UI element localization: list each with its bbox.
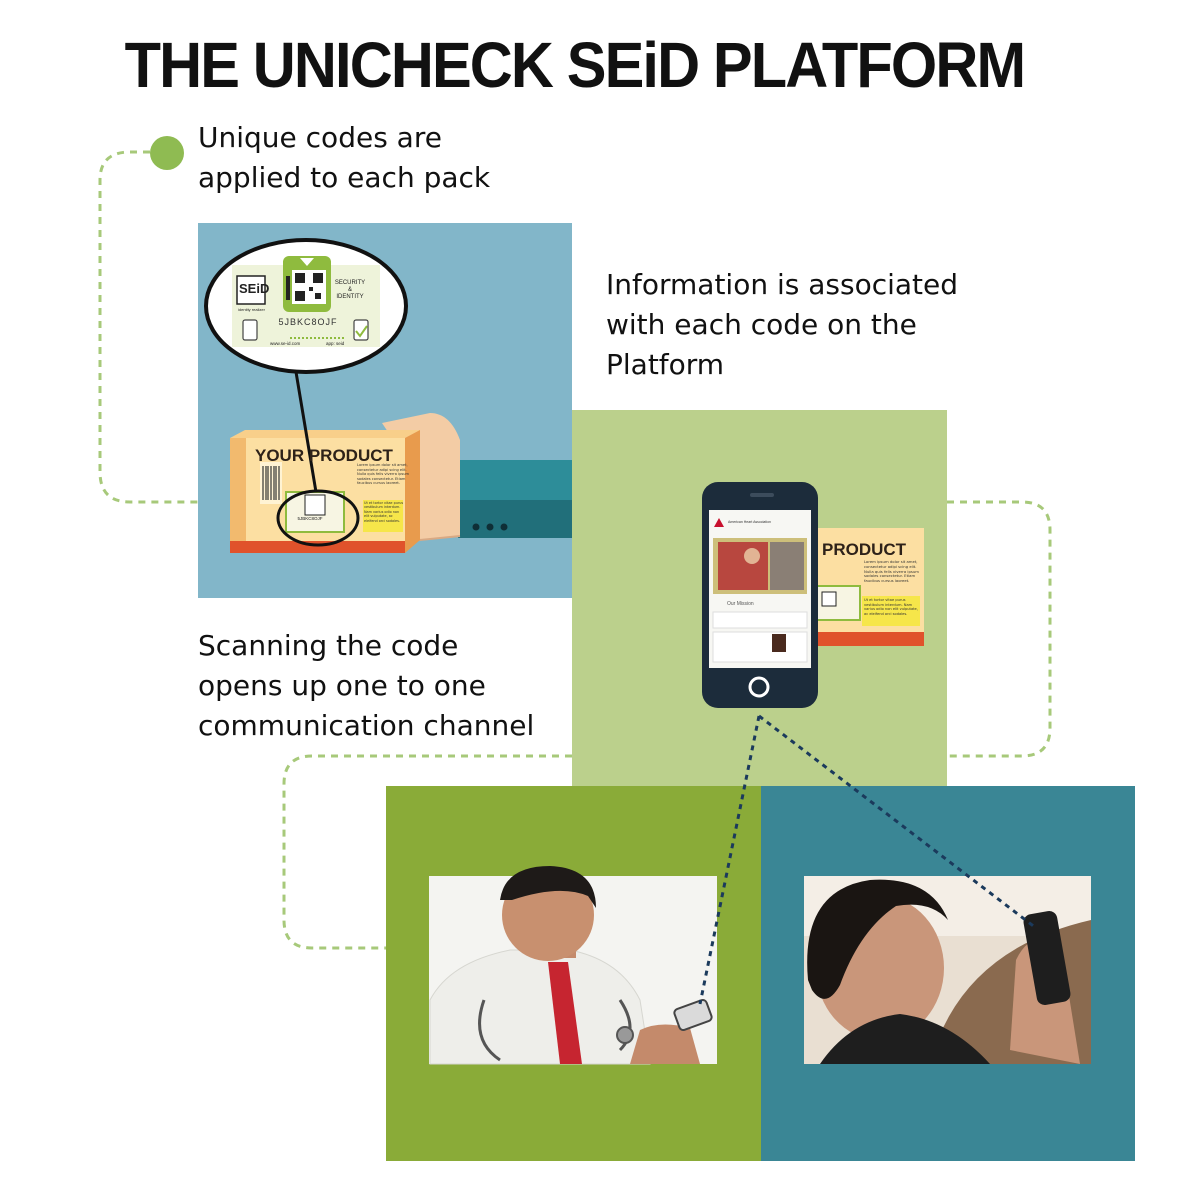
product-highlight-text: Ut et tortor vitae purus vestibulum inte… (364, 501, 404, 523)
step-1-caption: Unique codes are applied to each pack (198, 121, 491, 194)
smartphone-icon (242, 319, 258, 341)
arm-sleeve (458, 460, 572, 538)
label-security-amp: & (348, 287, 352, 293)
phone-panel-product-box (812, 528, 924, 646)
phone-mission: Our Mission (727, 601, 754, 607)
label-brand: SEiD (239, 281, 269, 296)
green-dot-icon (150, 136, 184, 170)
home-button-icon (748, 676, 770, 698)
barcode-icon (262, 466, 280, 500)
label-brand-sub: identity realizer (238, 307, 266, 312)
qr-code-icon (292, 270, 326, 304)
step-3-caption: Scanning the code opens up one to one co… (198, 629, 535, 742)
phone-product-body-text: Lorem ipsum dolor sit amet, consectetur … (864, 559, 919, 584)
phone-product-highlight-text: Ut et tortor vitae purus vestibulum inte… (864, 598, 918, 616)
doctor-using-phone-photo (429, 866, 717, 1065)
step-2-caption: Information is associated with each code… (606, 268, 959, 381)
product-body-text: Lorem ipsum dolor sit amet, consectetur … (357, 463, 409, 486)
magnifier-focus-ellipse (276, 489, 360, 547)
label-app: app: seid (326, 341, 345, 346)
label-code-small: 5JBKC8OJF (297, 516, 322, 521)
phone-org-name: American Heart Association (728, 520, 771, 524)
label-security-line1: SECURITY (335, 280, 365, 286)
seid-label (232, 256, 380, 347)
dashed-connector-lines (98, 150, 1052, 950)
woman-using-phone-photo (804, 876, 1091, 1064)
phone-product-name: PRODUCT (822, 540, 907, 559)
label-security-line2: IDENTITY (336, 294, 363, 300)
product-name: YOUR PRODUCT (255, 446, 394, 465)
scan-lines (698, 714, 1037, 1005)
page-title: THE UNICHECK SEiD PLATFORM (124, 29, 1026, 101)
checkmark-icon (355, 325, 368, 338)
label-code: 5JBKC8OJF (278, 317, 337, 327)
label-website: www.se-id.com (270, 341, 301, 346)
product-box (230, 430, 420, 553)
smartphone-icon (1023, 911, 1071, 1005)
smartphone (702, 482, 818, 708)
